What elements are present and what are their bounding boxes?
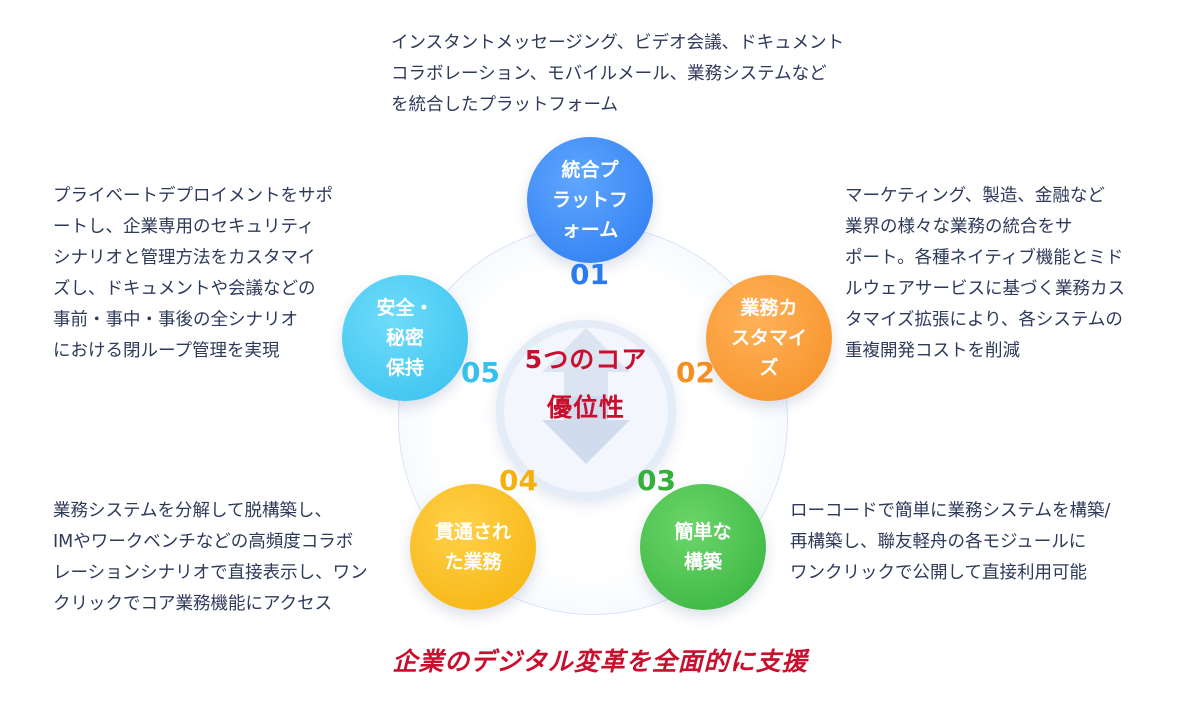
footer-slogan: 企業のデジタル変革を全面的に支援	[392, 647, 808, 676]
node-number-02: 02	[676, 356, 715, 389]
node-label-line: ラットフ	[551, 189, 628, 211]
node-label-line: 業務カ	[740, 297, 798, 319]
description-line: コラボレーション、モバイルメール、業務システムなど	[391, 64, 827, 84]
description-line: タマイズ拡張により、各システムの	[845, 310, 1123, 330]
description-line: を統合したプラットフォーム	[391, 95, 618, 115]
node-business-customization: 業務カ スタマイ ズ	[706, 275, 832, 401]
node-label-line: スタマイ	[730, 327, 807, 349]
description-line: ズし、ドキュメントや会議などの	[53, 279, 316, 299]
description-line: マーケティング、製造、金融など	[845, 186, 1105, 206]
description-line: インスタントメッセージング、ビデオ会議、ドキュメント	[391, 33, 845, 53]
node-label-line: ォーム	[561, 219, 619, 241]
description-line: 業界の様々な業務の統合をサ	[845, 217, 1073, 237]
node-label-line: 秘密	[385, 327, 424, 349]
description-02: マーケティング、製造、金融など 業界の様々な業務の統合をサ ポート。各種ネイティ…	[845, 181, 1145, 367]
description-line: プライベートデプロイメントをサポ	[53, 186, 333, 206]
description-line: ローコードで簡単に業務システムを構築/	[790, 501, 1111, 521]
description-line: ワンクリックで公開して直接利用可能	[790, 563, 1087, 583]
description-line: 事前・事中・事後の全シナリオ	[53, 310, 298, 330]
node-label-line: 簡単な	[674, 521, 732, 543]
node-easy-build: 簡単な 構築	[640, 484, 766, 610]
center-title: 5つのコア 優位性	[496, 336, 676, 432]
node-label-line: 統合プ	[561, 159, 619, 181]
description-line: ルウェアサービスに基づく業務カス	[845, 279, 1125, 299]
node-number-03: 03	[637, 464, 676, 497]
description-line: シナリオと管理方法をカスタマイ	[53, 248, 316, 268]
center-title-line1: 5つのコア	[524, 345, 648, 374]
description-line: 重複開発コストを削減	[845, 341, 1020, 361]
node-label-line: ズ	[759, 357, 779, 379]
center-title-line2: 優位性	[546, 393, 625, 422]
description-line: における閉ループ管理を実現	[53, 341, 280, 361]
description-line: クリックでコア業務機能にアクセス	[53, 594, 333, 614]
description-line: 業務システムを分解して脱構築し、	[53, 501, 332, 521]
node-number-04: 04	[499, 464, 538, 497]
description-04: 業務システムを分解して脱構築し、 IMやワークベンチなどの高頻度コラボ レーショ…	[53, 496, 383, 620]
description-line: 再構築し、聯友軽舟の各モジュールに	[790, 532, 1087, 552]
node-label-line: 保持	[385, 357, 424, 379]
node-label-line: た業務	[444, 551, 502, 573]
node-label-line: 安全・	[376, 297, 434, 319]
description-line: ートし、企業専用のセキュリティ	[53, 217, 315, 237]
node-label-line: 貫通され	[434, 521, 511, 543]
node-security-confidentiality: 安全・ 秘密 保持	[342, 275, 468, 401]
description-line: ポート。各種ネイティブ機能とミド	[845, 248, 1124, 268]
node-connected-business: 貫通され た業務	[410, 484, 536, 610]
node-label-line: 構築	[683, 551, 722, 573]
description-05: プライベートデプロイメントをサポ ートし、企業専用のセキュリティ シナリオと管理…	[53, 181, 348, 367]
description-line: IMやワークベンチなどの高頻度コラボ	[53, 532, 354, 552]
description-01: インスタントメッセージング、ビデオ会議、ドキュメント コラボレーション、モバイル…	[391, 28, 851, 121]
node-number-01: 01	[570, 258, 609, 291]
description-03: ローコードで簡単に業務システムを構築/ 再構築し、聯友軽舟の各モジュールに ワン…	[790, 496, 1160, 589]
up-down-arrow-icon	[542, 328, 630, 464]
description-line: レーションシナリオで直接表示し、ワン	[53, 563, 368, 583]
node-integrated-platform: 統合プ ラットフ ォーム	[527, 137, 653, 263]
node-number-05: 05	[461, 356, 500, 389]
